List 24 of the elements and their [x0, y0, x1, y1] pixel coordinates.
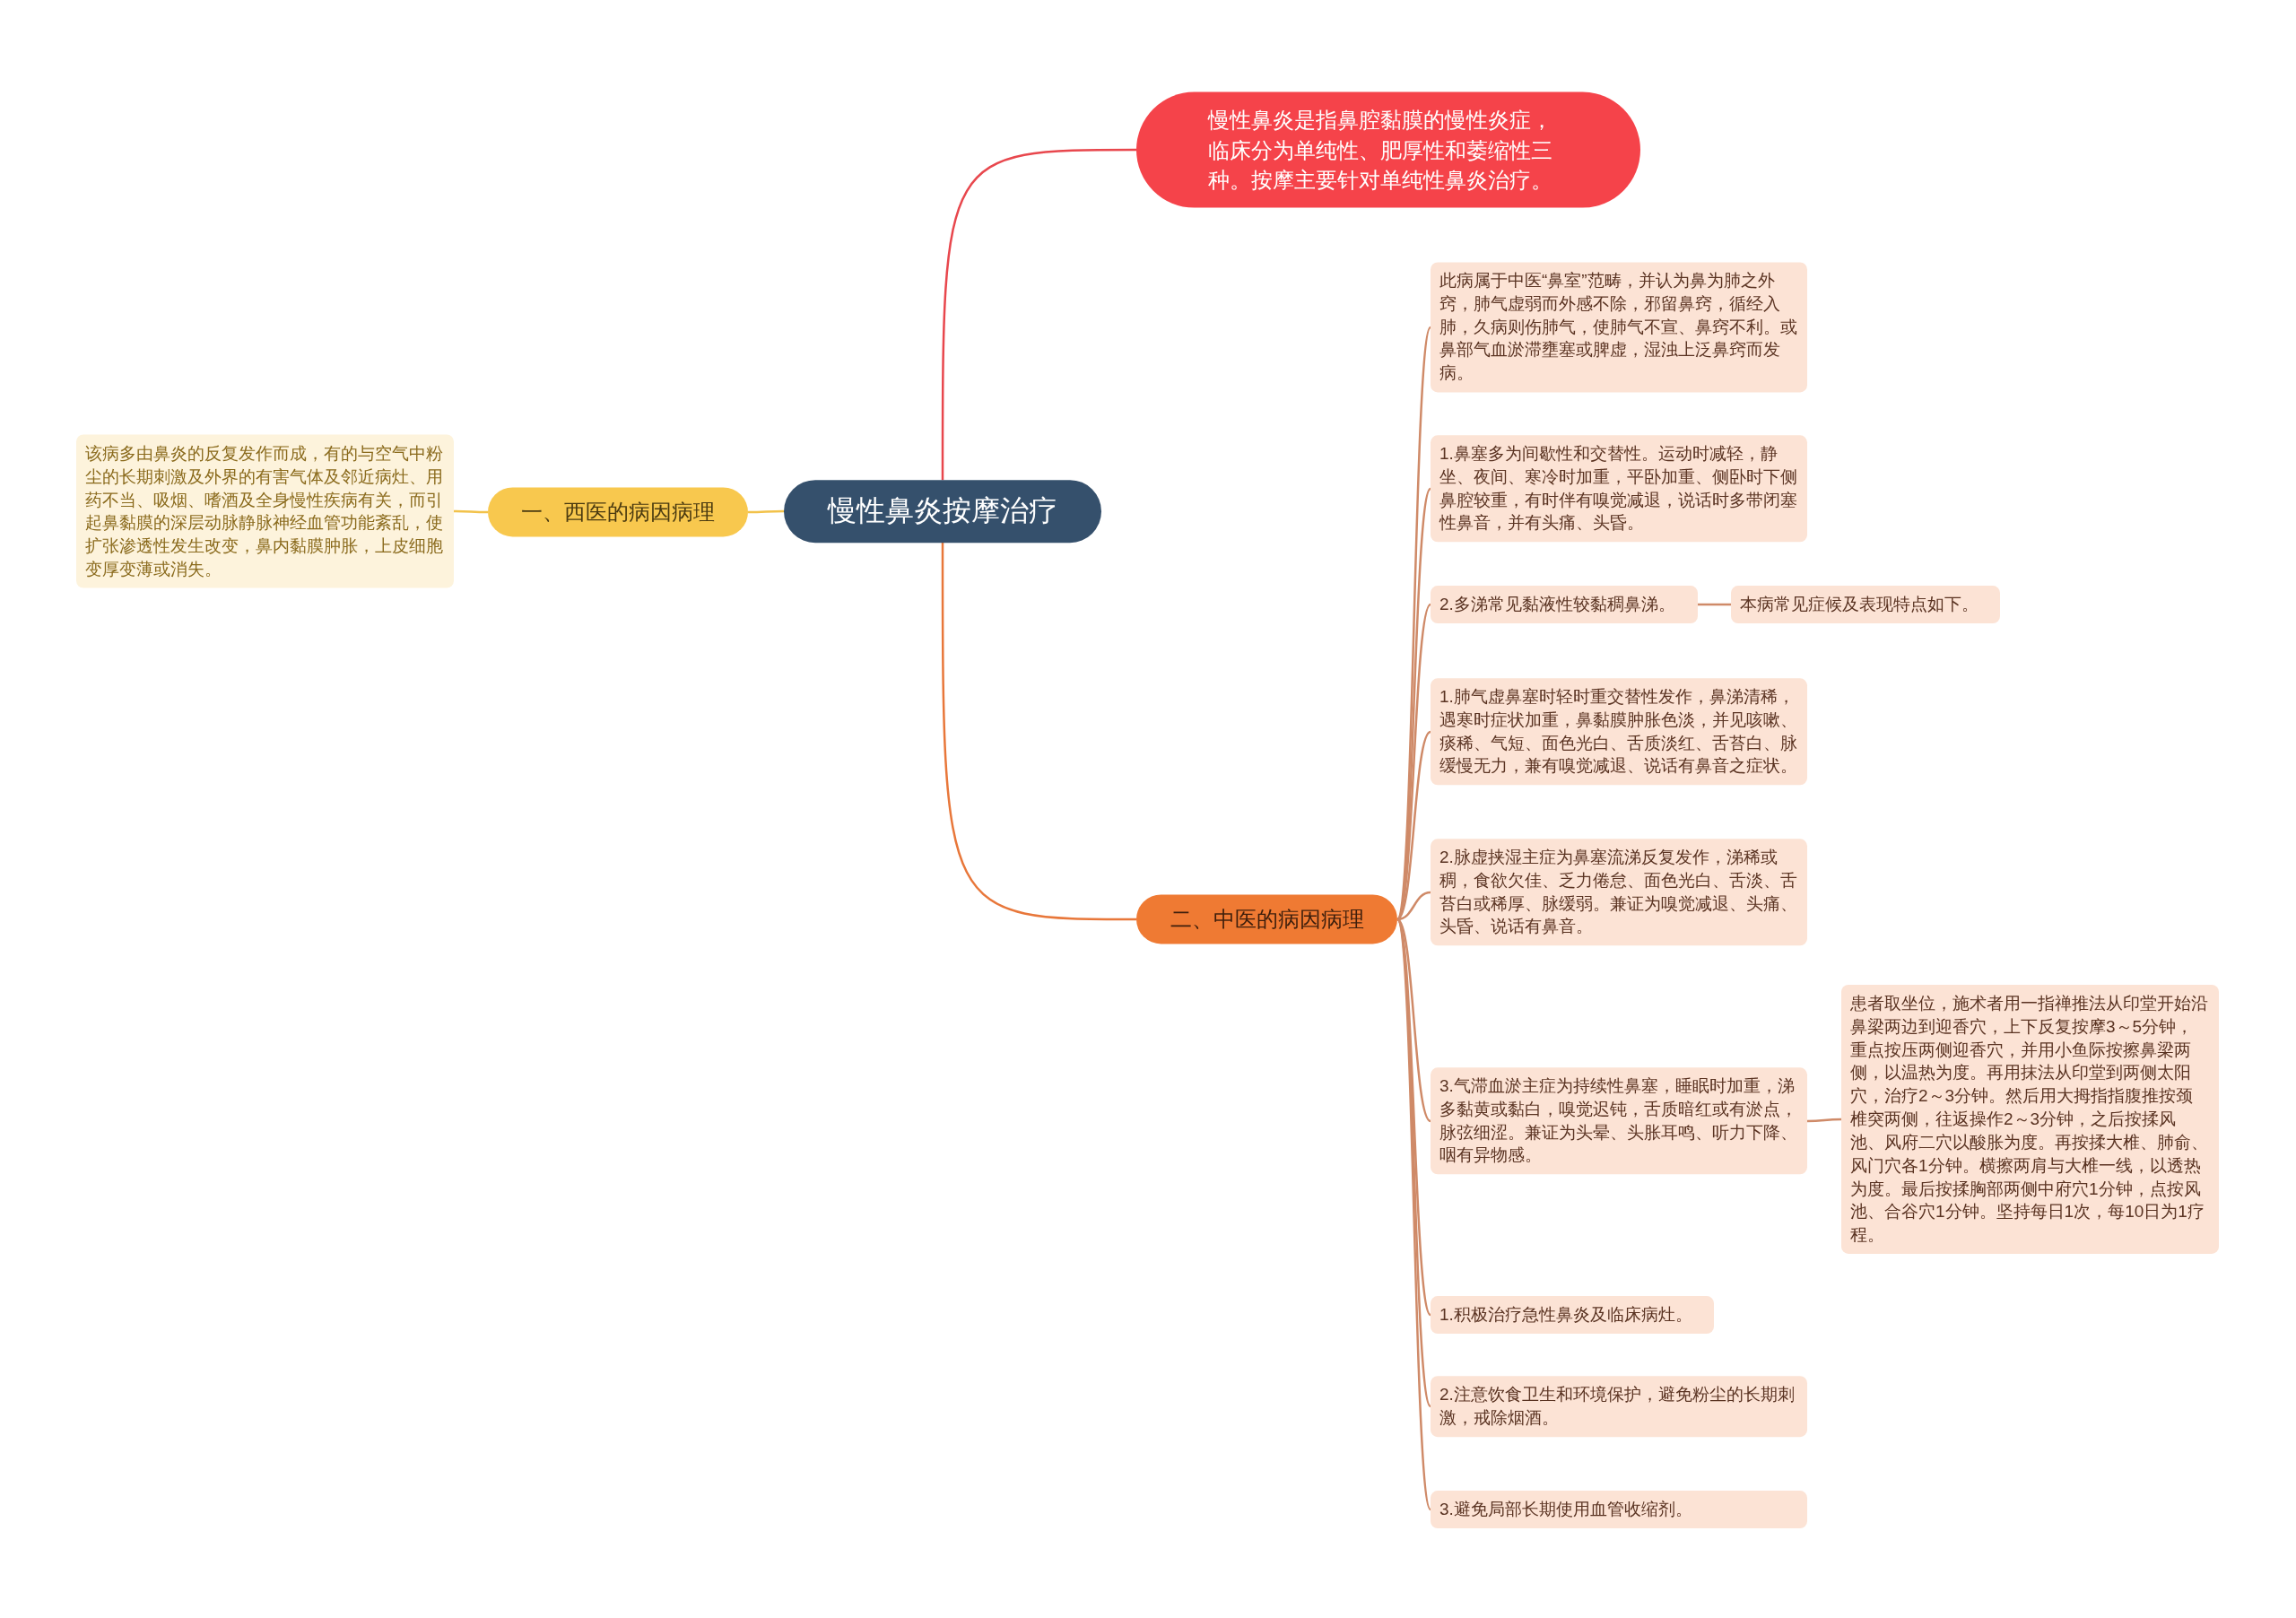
note-card: 3.气滞血淤主症为持续性鼻塞，睡眠时加重，涕多黏黄或黏白，嗅觉迟钝，舌质暗红或有淤点，脉弦细涩。兼证为头晕、头胀耳鸣、听力下降、咽有异物感。 [1431, 1067, 1807, 1175]
note-card: 2.脉虚挟湿主症为鼻塞流涕反复发作，涕稀或稠，食欲欠佳、乏力倦怠、面色光白、舌淡、舌苔白或稀厚、脉缓弱。兼证为嗅觉减退、头痛、头昏、说话有鼻音。 [1431, 839, 1807, 946]
central-topic: 慢性鼻炎按摩治疗 [784, 480, 1101, 543]
topic-bubble: 慢性鼻炎是指鼻腔黏膜的慢性炎症，临床分为单纯性、肥厚性和萎缩性三种。按摩主要针对单纯性鼻炎治疗。 [1136, 91, 1640, 208]
connector-line [1698, 603, 1731, 606]
note-card: 1.积极治疗急性鼻炎及临床病灶。 [1431, 1296, 1714, 1334]
note-card: 患者取坐位，施术者用一指禅推法从印堂开始沿鼻梁两边到迎香穴，上下反复按摩3～5分钟，重点按压两侧迎香穴，并用小鱼际按擦鼻梁两侧，以温热为度。再用抹法从印堂到两侧太阳穴，治疗2～3分钟。然后用大拇指指腹推按颈椎突两侧，往返操作2～3分钟，之后按揉风池、风府二穴以酸胀为度。再按揉大椎、肺俞、风门穴各1分钟。横擦两肩与大椎一线，以透热为度。最后按揉胸部两侧中府穴1分钟，点按风池、合谷穴1分钟。坚持每日1次，每10日为1疗程。 [1841, 984, 2219, 1255]
connector-line [1396, 891, 1431, 921]
connector-line [941, 542, 1136, 921]
branch-topic: 一、西医的病因病理 [488, 487, 748, 537]
note-card: 此病属于中医“鼻室”范畴，并认为鼻为肺之外窍，肺气虚弱而外感不除，邪留鼻窍，循经入肺，久病则伤肺气，使肺气不宣、鼻窍不利。或鼻部气血淤滞壅塞或脾虚，湿浊上泛鼻窍而发病。 [1431, 262, 1807, 393]
branch-topic: 二、中医的病因病理 [1136, 894, 1397, 944]
note-card: 3.避免局部长期使用血管收缩剂。 [1431, 1491, 1807, 1528]
connector-line [941, 148, 1136, 481]
note-card: 2.注意饮食卫生和环境保护，避免粉尘的长期刺激，戒除烟酒。 [1431, 1376, 1807, 1437]
connector-line [454, 509, 488, 514]
note-card: 该病多由鼻炎的反复发作而成，有的与空气中粉尘的长期刺激及外界的有害气体及邻近病灶、用药不当、吸烟、嗜酒及全身慢性疾病有关，而引起鼻黏膜的深层动脉静脉神经血管功能紊乱，使扩张渗透性发生改变，鼻内黏膜肿胀，上皮细胞变厚变薄或消失。 [76, 434, 454, 588]
note-card: 本病常见症候及表现特点如下。 [1731, 586, 2000, 623]
note-card: 1.鼻塞多为间歇性和交替性。运动时减轻，静坐、夜间、寒冷时加重，平卧加重、侧卧时下侧鼻腔较重，有时伴有嗅觉减退，说话时多带闭塞性鼻音，并有头痛、头昏。 [1431, 435, 1807, 543]
note-card: 1.肺气虚鼻塞时轻时重交替性发作，鼻涕清稀，遇寒时症状加重，鼻黏膜肿胀色淡，并见咳嗽、痰稀、气短、面色光白、舌质淡红、舌苔白、脉缓慢无力，兼有嗅觉减退、说话有鼻音之症状。 [1431, 678, 1807, 786]
note-card: 2.多涕常见黏液性较黏稠鼻涕。 [1431, 586, 1698, 623]
connector-line [748, 509, 784, 514]
connector-line [1396, 918, 1432, 1510]
connector-line [1807, 1118, 1841, 1123]
